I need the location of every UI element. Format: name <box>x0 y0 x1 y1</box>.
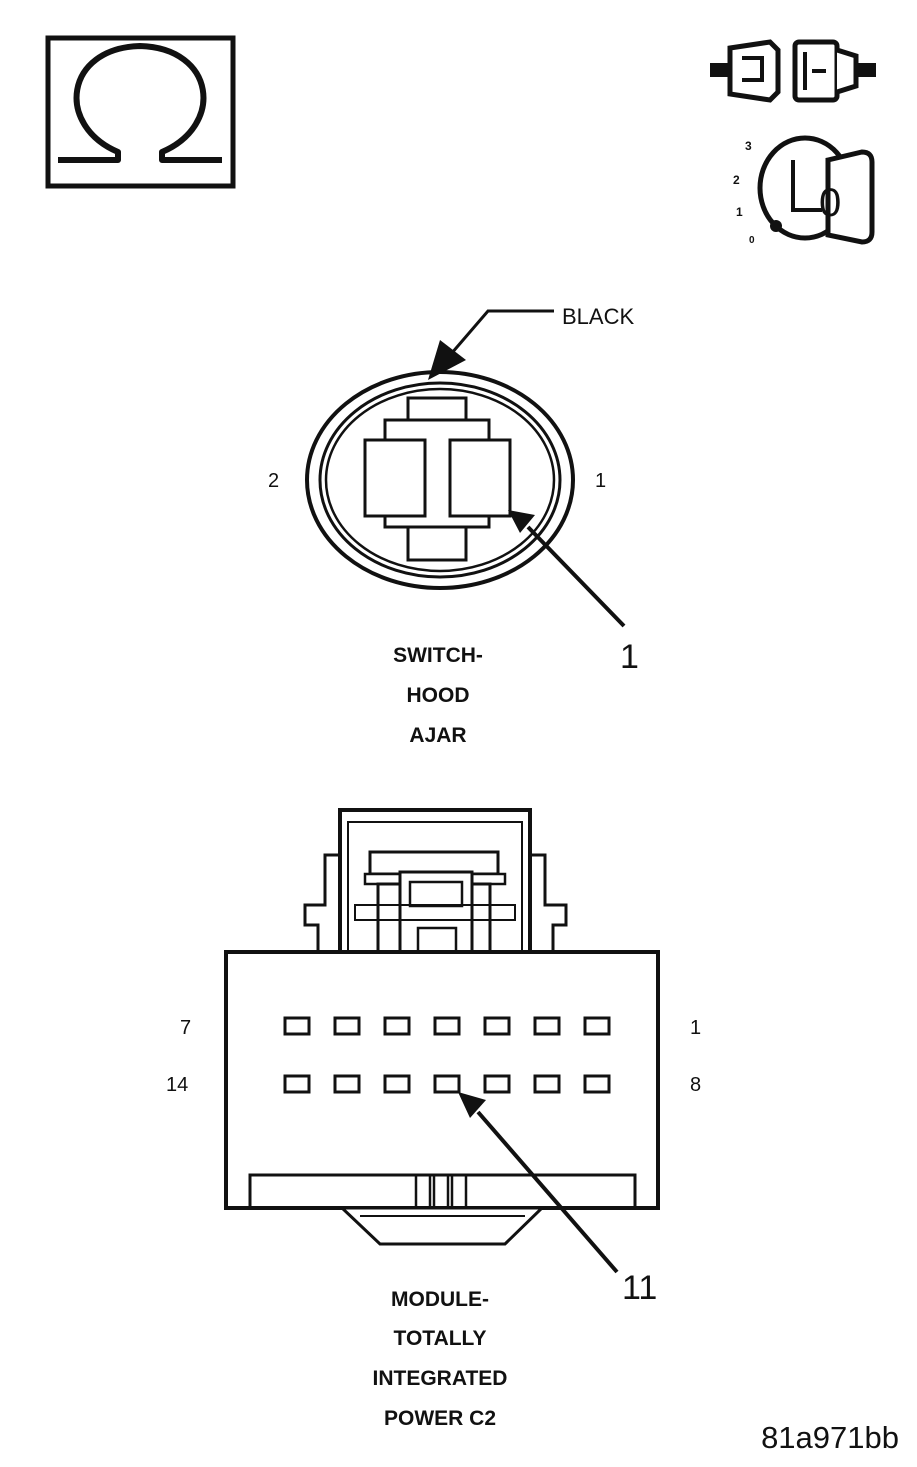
disconnect-connector-icon <box>710 39 876 103</box>
ignition-position-0: 0 <box>749 235 755 246</box>
ignition-position-1: 1 <box>736 205 743 219</box>
pin-label-1: 1 <box>595 470 606 492</box>
tipm-title-line-3: INTEGRATED <box>373 1367 508 1390</box>
pin-label-8: 8 <box>690 1074 701 1096</box>
ignition-key-label: 0 <box>819 181 841 225</box>
hood-ajar-switch-connector: BLACK 2 1 1 SWITCH- HOOD AJAR <box>268 304 639 747</box>
ohm-icon <box>45 35 236 189</box>
tipm-title-line-4: POWER C2 <box>384 1407 496 1430</box>
ignition-position-3: 3 <box>745 139 752 153</box>
switch-title-line-1: SWITCH- <box>393 644 483 667</box>
cavity-row-2 <box>283 1074 611 1094</box>
callout-1: 1 <box>620 638 639 676</box>
figure-id: 81a971bb <box>761 1420 899 1455</box>
tipm-title-line-2: TOTALLY <box>394 1327 487 1350</box>
pin-label-7: 7 <box>180 1017 191 1039</box>
cavity-row-1 <box>283 1016 611 1036</box>
ignition-position-2: 2 <box>733 173 740 187</box>
ignition-key-icon: 3 2 1 0 0 <box>733 135 875 246</box>
wire-color-label: BLACK <box>562 304 634 329</box>
tipm-title-line-1: MODULE- <box>391 1288 489 1311</box>
switch-title-line-2: HOOD <box>407 684 470 707</box>
pin-label-1: 1 <box>690 1017 701 1039</box>
tipm-c2-connector: 7 1 14 8 11 MODULE- TOTALLY INTEGRATED P… <box>166 808 701 1430</box>
callout-11: 11 <box>622 1269 657 1307</box>
pin-label-2: 2 <box>268 470 279 492</box>
switch-title-line-3: AJAR <box>409 724 466 747</box>
pin-label-14: 14 <box>166 1074 188 1096</box>
